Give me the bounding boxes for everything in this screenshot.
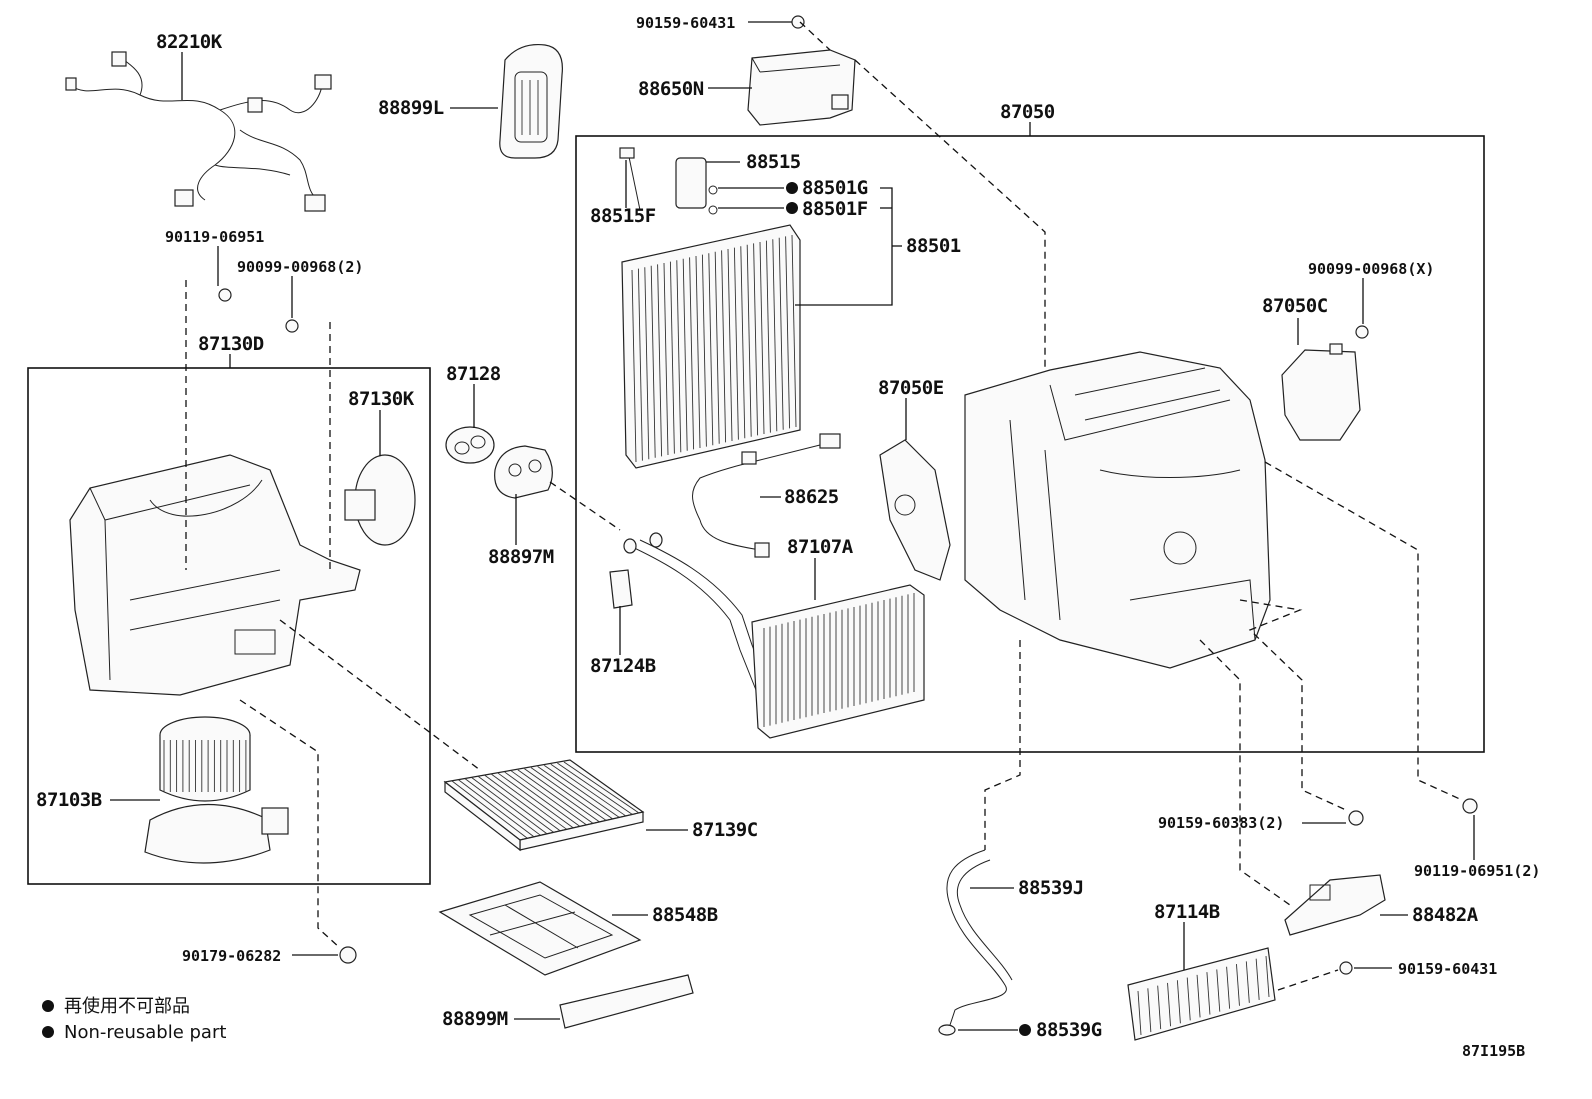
cabin-filter-part: [443, 759, 645, 852]
label-88515F: 88515F: [590, 205, 656, 227]
filter-cover-strip-part: [559, 974, 694, 1029]
pipe-plate-part: [494, 445, 553, 499]
label-90159-60431-top: 90159-60431: [636, 14, 735, 32]
blower-motor-part: [144, 716, 289, 864]
label-87130D: 87130D: [198, 333, 264, 355]
expansion-valve-part: [619, 147, 718, 215]
label-90119-06951-2: 90119-06951(2): [1414, 862, 1540, 880]
label-88539G: 88539G: [1036, 1019, 1102, 1041]
non-reusable-mark-88501F: [786, 202, 798, 214]
label-87107A: 87107A: [787, 536, 854, 558]
label-87050C: 87050C: [1262, 295, 1328, 317]
label-87139C: 87139C: [692, 819, 758, 841]
servo-motor-part: [879, 439, 951, 581]
legend-jp: 再使用不可部品: [64, 996, 190, 1017]
leader-lines: [110, 21, 1475, 1031]
control-module-part: [747, 15, 856, 126]
wire-harness-part: [65, 51, 332, 212]
heater-core-part: [623, 532, 925, 739]
label-88539J: 88539J: [1018, 877, 1084, 899]
trim-cover-part: [499, 43, 563, 159]
label-90159-60383-2: 90159-60383(2): [1158, 814, 1284, 832]
fasteners: [218, 288, 1478, 975]
label-87124B: 87124B: [590, 655, 656, 677]
blower-assembly-box: [27, 367, 431, 885]
label-88548B: 88548B: [652, 904, 718, 926]
label-88625: 88625: [784, 486, 839, 508]
label-88650N: 88650N: [638, 78, 704, 100]
label-87130K: 87130K: [348, 388, 415, 410]
label-87128: 87128: [446, 363, 501, 385]
non-reusable-mark-88501G: [786, 182, 798, 194]
label-87050: 87050: [1000, 101, 1055, 123]
label-90179-06282: 90179-06282: [182, 947, 281, 965]
ptc-heater-part: [1127, 947, 1276, 1041]
evaporator-part: [621, 224, 801, 469]
label-87114B: 87114B: [1154, 901, 1220, 923]
label-88515: 88515: [746, 151, 801, 173]
legend-en: Non-reusable part: [64, 1022, 226, 1043]
label-90099-00968-2: 90099-00968(2): [237, 258, 363, 276]
label-88899L: 88899L: [378, 97, 444, 119]
legend-dot-jp: [42, 1000, 54, 1012]
non-reusable-mark-88539G: [1019, 1024, 1031, 1036]
legend-dot-en: [42, 1026, 54, 1038]
heater-unit-housing-part: [964, 351, 1271, 669]
thermistor-part: [692, 433, 841, 558]
label-87103B: 87103B: [36, 789, 102, 811]
label-90159-60431-bottom: 90159-60431: [1398, 960, 1497, 978]
mode-servo-part: [1281, 343, 1361, 441]
label-88899M: 88899M: [442, 1008, 508, 1030]
label-90099-00968-X: 90099-00968(X): [1308, 260, 1434, 278]
label-82210K: 82210K: [156, 31, 223, 53]
grommet-part: [445, 426, 495, 464]
blower-controller-part: [344, 454, 416, 546]
label-87050E: 87050E: [878, 377, 944, 399]
assembly-lines: [185, 21, 1463, 991]
label-88501F: 88501F: [802, 198, 868, 220]
label-88482A: 88482A: [1412, 904, 1479, 926]
filter-frame-part: [438, 881, 642, 976]
pipe-clamp-part: [609, 569, 633, 609]
label-88897M: 88897M: [488, 546, 554, 568]
label-90119-06951: 90119-06951: [165, 228, 264, 246]
drain-hose-part: [938, 849, 1013, 1036]
label-88501: 88501: [906, 235, 961, 257]
label-88501G: 88501G: [802, 177, 868, 199]
duct-part: [1284, 874, 1386, 936]
blower-case-part: [69, 454, 361, 696]
diagram-id: 87I195B: [1462, 1042, 1525, 1060]
